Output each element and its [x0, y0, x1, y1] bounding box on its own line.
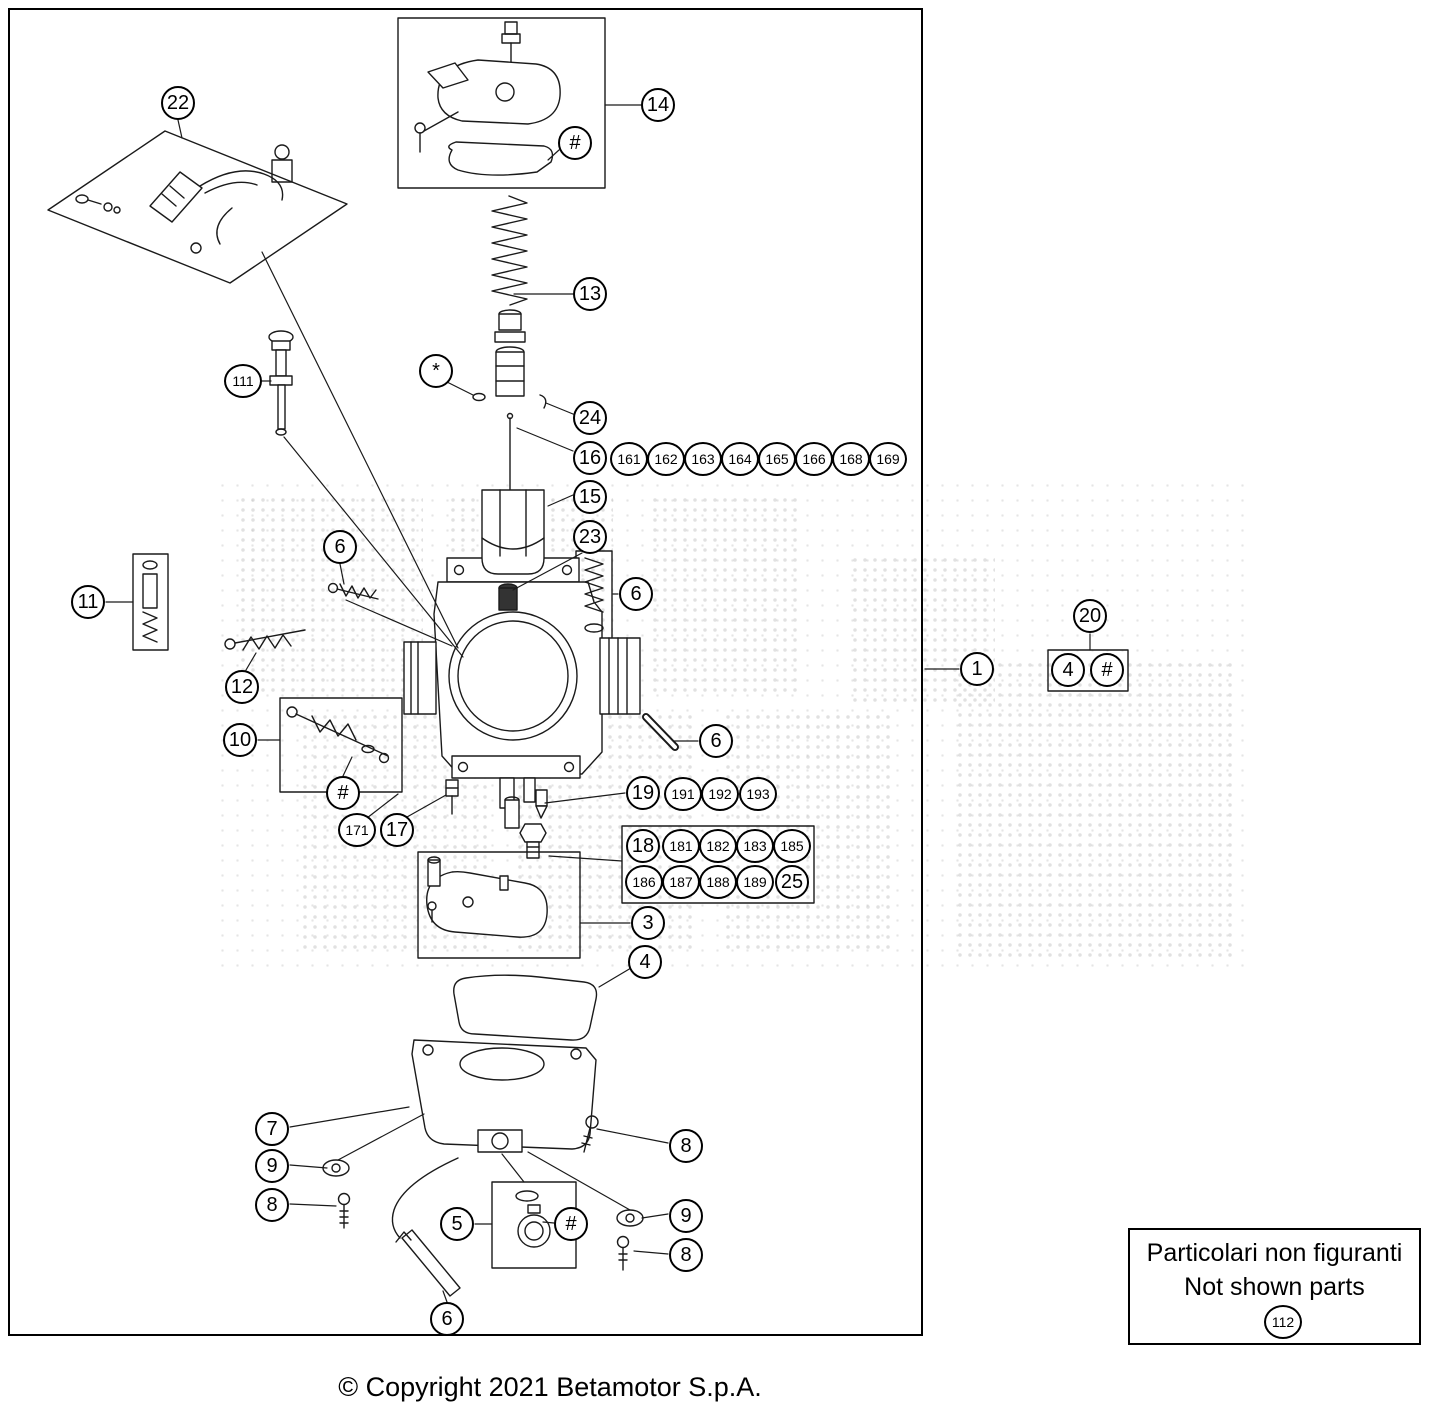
callout-#[interactable]: # [1090, 653, 1124, 687]
callout-3[interactable]: 3 [631, 906, 665, 940]
callout-11[interactable]: 11 [71, 585, 105, 619]
callout-5[interactable]: 5 [440, 1207, 474, 1241]
callout-6[interactable]: 6 [430, 1302, 464, 1336]
callout-#[interactable]: # [554, 1207, 588, 1241]
callout-7[interactable]: 7 [255, 1112, 289, 1146]
callout-*[interactable]: * [419, 354, 453, 388]
callout-185[interactable]: 185 [773, 829, 811, 863]
callout-112[interactable]: 112 [1264, 1305, 1302, 1339]
diagram-frame [8, 8, 923, 1336]
callout-188[interactable]: 188 [699, 865, 737, 899]
callout-165[interactable]: 165 [758, 442, 796, 476]
callout-191[interactable]: 191 [664, 777, 702, 811]
callout-25[interactable]: 25 [775, 865, 809, 899]
callout-6[interactable]: 6 [699, 724, 733, 758]
callout-111[interactable]: 111 [224, 364, 262, 398]
callout-1[interactable]: 1 [960, 652, 994, 686]
callout-161[interactable]: 161 [610, 442, 648, 476]
watermark-patch [955, 660, 1235, 960]
callout-193[interactable]: 193 [739, 777, 777, 811]
callout-6[interactable]: 6 [323, 530, 357, 564]
callout-171[interactable]: 171 [338, 813, 376, 847]
callout-192[interactable]: 192 [701, 777, 739, 811]
callout-22[interactable]: 22 [161, 86, 195, 120]
callout-15[interactable]: 15 [573, 480, 607, 514]
callout-182[interactable]: 182 [699, 829, 737, 863]
copyright-text: © Copyright 2021 Betamotor S.p.A. [338, 1372, 762, 1402]
callout-168[interactable]: 168 [832, 442, 870, 476]
callout-6[interactable]: 6 [619, 577, 653, 611]
callout-20[interactable]: 20 [1073, 599, 1107, 633]
not-shown-text-italian: Particolari non figuranti [1146, 1239, 1403, 1267]
callout-166[interactable]: 166 [795, 442, 833, 476]
callout-9[interactable]: 9 [669, 1199, 703, 1233]
callout-14[interactable]: 14 [641, 88, 675, 122]
callout-#[interactable]: # [558, 126, 592, 160]
not-shown-text-english: Not shown parts [1184, 1272, 1365, 1301]
callout-19[interactable]: 19 [626, 776, 660, 810]
callout-13[interactable]: 13 [573, 277, 607, 311]
callout-9[interactable]: 9 [255, 1149, 289, 1183]
callout-8[interactable]: 8 [669, 1238, 703, 1272]
callout-8[interactable]: 8 [255, 1188, 289, 1222]
callout-162[interactable]: 162 [647, 442, 685, 476]
callout-24[interactable]: 24 [573, 401, 607, 435]
callout-18[interactable]: 18 [626, 829, 660, 863]
callout-12[interactable]: 12 [225, 670, 259, 704]
callout-189[interactable]: 189 [736, 865, 774, 899]
callout-4[interactable]: 4 [628, 945, 662, 979]
callout-187[interactable]: 187 [662, 865, 700, 899]
callout-16[interactable]: 16 [573, 441, 607, 475]
callout-8[interactable]: 8 [669, 1129, 703, 1163]
callout-23[interactable]: 23 [573, 520, 607, 554]
callout-186[interactable]: 186 [625, 865, 663, 899]
callout-181[interactable]: 181 [662, 829, 700, 863]
callout-17[interactable]: 17 [380, 813, 414, 847]
callout-169[interactable]: 169 [869, 442, 907, 476]
callout-4[interactable]: 4 [1051, 653, 1085, 687]
callout-163[interactable]: 163 [684, 442, 722, 476]
callout-#[interactable]: # [326, 776, 360, 810]
callout-10[interactable]: 10 [223, 723, 257, 757]
callout-164[interactable]: 164 [721, 442, 759, 476]
callout-183[interactable]: 183 [736, 829, 774, 863]
